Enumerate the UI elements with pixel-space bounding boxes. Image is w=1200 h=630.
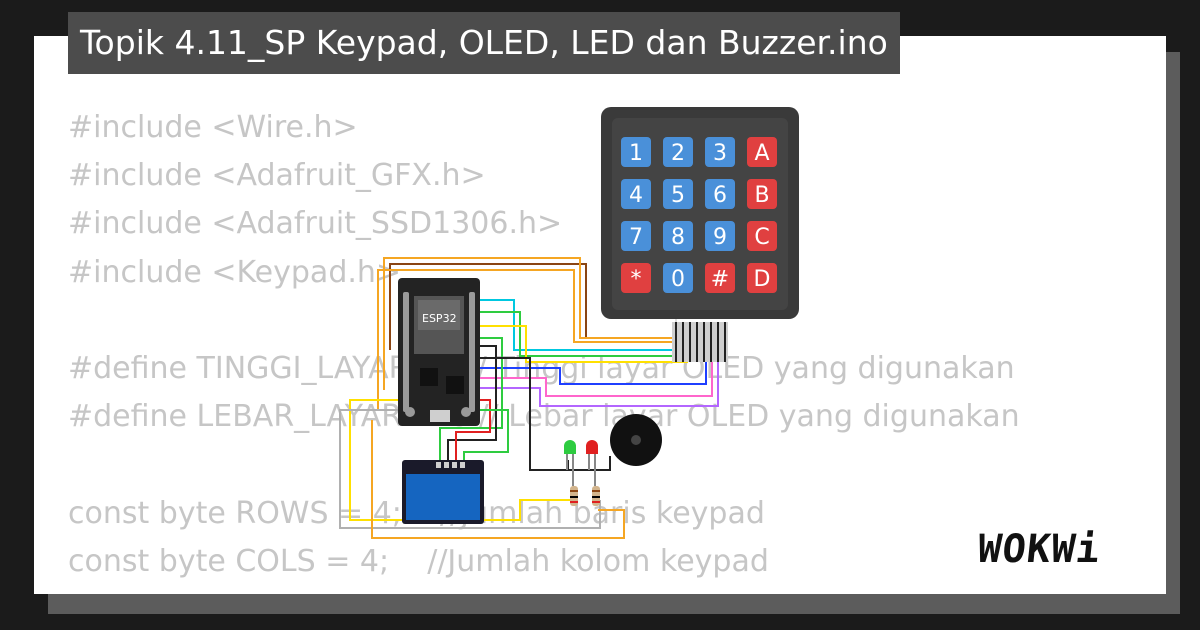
wire-gray xyxy=(339,409,601,529)
code-line: #include <Adafruit_GFX.h> xyxy=(68,158,486,194)
keypad-key-label: D xyxy=(754,267,771,292)
keypad-key-label: 4 xyxy=(629,183,643,208)
keypad-key-5[interactable]: 5 xyxy=(663,179,693,209)
code-line: char keys[ROWS][COLS] = { xyxy=(68,586,1020,594)
wire-green xyxy=(480,311,682,357)
keypad-key-face[interactable] xyxy=(747,263,777,293)
keypad-key-face[interactable] xyxy=(705,137,735,167)
wire-orange-2 xyxy=(377,269,700,410)
wire-pink xyxy=(480,362,713,397)
code-preview: #include <Wire.h> #include <Adafruit_GFX… xyxy=(68,104,1020,594)
keypad-key-label: 8 xyxy=(671,225,685,250)
keypad: 1 2 3 A 4 5 6 B 7 8 9 C * 0 # D xyxy=(601,107,799,362)
wire-led-gnd xyxy=(480,357,569,471)
keypad-key-face[interactable] xyxy=(747,137,777,167)
wire-oled-sda xyxy=(439,337,503,462)
keypad-key-label: 2 xyxy=(671,141,685,166)
buzzer xyxy=(610,414,662,466)
keypad-key-face[interactable] xyxy=(621,179,651,209)
keypad-key-face[interactable] xyxy=(663,263,693,293)
wire-orange xyxy=(383,257,694,390)
keypad-key-2[interactable]: 2 xyxy=(663,137,693,167)
keypad-key-8[interactable]: 8 xyxy=(663,221,693,251)
esp32-board: ESP32 xyxy=(398,278,480,426)
keypad-key-*[interactable]: * xyxy=(621,263,651,293)
keypad-key-9[interactable]: 9 xyxy=(705,221,735,251)
wire-oled-scl xyxy=(463,409,509,462)
keypad-key-label: 5 xyxy=(671,183,685,208)
keypad-key-label: 6 xyxy=(713,183,727,208)
keypad-key-label: B xyxy=(754,183,769,208)
keypad-key-label: # xyxy=(711,267,729,292)
keypad-key-face[interactable] xyxy=(747,221,777,251)
keypad-key-label: 1 xyxy=(629,141,643,166)
code-line: #include <Keypad.h> xyxy=(68,254,402,290)
wires xyxy=(339,257,719,539)
wire-orange-3 xyxy=(371,420,625,539)
keypad-key-7[interactable]: 7 xyxy=(621,221,651,251)
led-green xyxy=(564,440,576,486)
keypad-key-face[interactable] xyxy=(621,221,651,251)
keypad-key-face[interactable] xyxy=(705,263,735,293)
keypad-key-label: * xyxy=(631,267,642,292)
keypad-key-D[interactable]: D xyxy=(747,263,777,293)
wire-yellow xyxy=(480,325,688,363)
wire-blue xyxy=(480,362,707,385)
keypad-key-6[interactable]: 6 xyxy=(705,179,735,209)
keypad-key-face[interactable] xyxy=(663,179,693,209)
keypad-key-label: 7 xyxy=(629,225,643,250)
code-line: #include <Wire.h> xyxy=(68,110,358,145)
keypad-key-face[interactable] xyxy=(663,137,693,167)
keypad-key-face[interactable] xyxy=(705,179,735,209)
keypad-connector xyxy=(672,322,728,362)
led-red xyxy=(586,440,598,486)
keypad-key-label: 0 xyxy=(671,267,685,292)
oled-display xyxy=(402,460,484,524)
resistor xyxy=(592,486,600,506)
keypad-key-face[interactable] xyxy=(705,221,735,251)
window-title: Topik 4.11_SP Keypad, OLED, LED dan Buzz… xyxy=(68,12,900,74)
keypad-key-label: 9 xyxy=(713,225,727,250)
keypad-key-3[interactable]: 3 xyxy=(705,137,735,167)
wire-buzzer-gnd xyxy=(568,456,611,471)
wire-oled-vcc xyxy=(455,399,491,462)
keypad-key-4[interactable]: 4 xyxy=(621,179,651,209)
code-line: const byte ROWS = 4; //Jumlah baris keyp… xyxy=(68,495,765,531)
code-line: const byte COLS = 4; //Jumlah kolom keyp… xyxy=(68,543,769,579)
keypad-key-C[interactable]: C xyxy=(747,221,777,251)
keypad-key-label: A xyxy=(754,141,769,166)
keypad-key-label: C xyxy=(754,225,769,250)
keypad-key-face[interactable] xyxy=(621,137,651,167)
keypad-key-label: 3 xyxy=(713,141,727,166)
code-line: #include <Adafruit_SSD1306.h> xyxy=(68,206,563,242)
preview-card: #include <Wire.h> #include <Adafruit_GFX… xyxy=(34,36,1166,594)
keypad-key-1[interactable]: 1 xyxy=(621,137,651,167)
wire-oled-gnd xyxy=(447,345,497,462)
keypad-key-face[interactable] xyxy=(621,263,651,293)
keypad-key-A[interactable]: A xyxy=(747,137,777,167)
wokwi-logo[interactable]: WOKWi xyxy=(975,527,1103,572)
keypad-key-B[interactable]: B xyxy=(747,179,777,209)
keypad-key-face[interactable] xyxy=(663,221,693,251)
keypad-key-face[interactable] xyxy=(747,179,777,209)
resistor xyxy=(570,486,578,506)
keypad-key-0[interactable]: 0 xyxy=(663,263,693,293)
wire-purple xyxy=(480,362,719,407)
esp32-label: ESP32 xyxy=(422,312,457,325)
keypad-key-#[interactable]: # xyxy=(705,263,735,293)
